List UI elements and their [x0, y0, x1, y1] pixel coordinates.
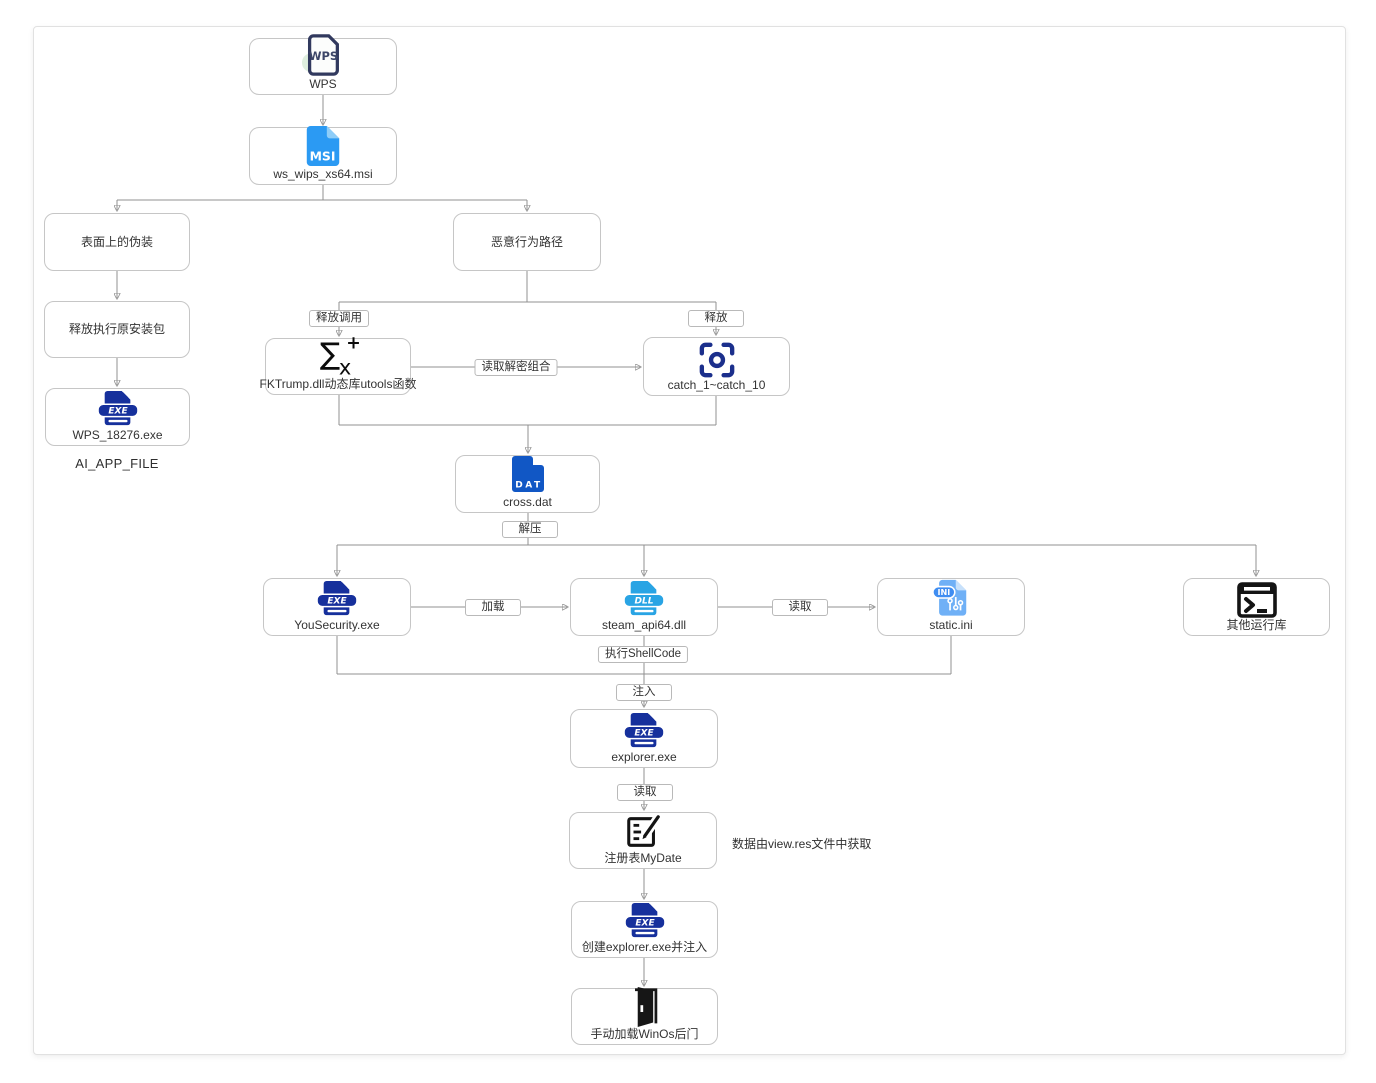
edge-label-release-call: 释放调用 — [309, 310, 369, 327]
terminal-icon — [1236, 581, 1277, 618]
node-winos-backdoor: 手动加载WinOs后门 — [571, 986, 718, 1045]
dat-file-icon: DAT — [509, 455, 547, 495]
exe-icon-text: EXE — [108, 406, 128, 416]
edge-label-exec-shellcode: 执行ShellCode — [597, 646, 689, 663]
exe-icon-text: EXE — [327, 596, 347, 606]
ai-app-file-text: AI_APP_FILE — [75, 456, 159, 471]
node-label: 创建explorer.exe并注入 — [581, 939, 708, 954]
sigma-icon-text: ∑ — [320, 337, 340, 372]
registry-edit-icon — [624, 812, 662, 851]
node-other-runtime-libs: 其他运行库 — [1183, 578, 1330, 636]
edge-label-unzip: 解压 — [502, 521, 558, 538]
exe-file-icon: EXE — [622, 711, 666, 750]
node-label: FKTrump.dll动态库utools函数 — [259, 376, 417, 391]
wps-icon-text: WPS — [309, 48, 338, 62]
node-label: 其他运行库 — [1226, 617, 1287, 632]
exe-icon-text: EXE — [635, 918, 655, 928]
node-label: catch_1~catch_10 — [667, 377, 766, 392]
node-catch-range: catch_1~catch_10 — [643, 337, 790, 396]
node-steam-api64-dll: DLL steam_api64.dll — [570, 578, 718, 636]
msi-file-icon: MSI — [305, 125, 341, 167]
sigma-function-icon: ∑ x + — [317, 335, 359, 377]
dll-file-icon: DLL — [622, 579, 666, 618]
dll-icon-text: DLL — [635, 596, 654, 606]
node-msi-installer: MSI ws_wips_xs64.msi — [249, 125, 397, 185]
node-label: YouSecurity.exe — [294, 617, 380, 632]
node-cross-dat: DAT cross.dat — [455, 455, 600, 513]
node-malicious-path: 恶意行为路径 — [453, 213, 601, 271]
sigma-plus-text: + — [346, 335, 359, 354]
node-label: 释放执行原安装包 — [68, 322, 165, 337]
node-label: 手动加载WinOs后门 — [590, 1026, 699, 1041]
edge-label-read-ini: 读取 — [772, 599, 828, 616]
node-label: cross.dat — [503, 494, 552, 509]
node-yousecurity-exe: EXE YouSecurity.exe — [263, 578, 411, 636]
edge-label-read-decrypt-combo: 读取解密组合 — [474, 359, 558, 376]
node-wps-exe: EXE WPS_18276.exe — [45, 388, 190, 446]
edge-label-read-registry: 读取 — [617, 784, 673, 801]
node-label: ws_wips_xs64.msi — [273, 166, 373, 181]
node-label: WPS_18276.exe — [72, 427, 163, 442]
node-explorer-exe: EXE explorer.exe — [570, 709, 718, 768]
wps-file-icon: WPS — [301, 33, 345, 77]
node-wps: WPS WPS — [249, 33, 397, 95]
node-create-explorer-inject: EXE 创建explorer.exe并注入 — [571, 901, 718, 958]
node-label: 恶意行为路径 — [490, 234, 563, 249]
door-backdoor-icon — [628, 986, 662, 1027]
node-label: static.ini — [929, 617, 973, 632]
node-label: WPS — [309, 76, 337, 91]
exe-icon-text: EXE — [634, 728, 654, 738]
exe-file-icon: EXE — [623, 901, 667, 940]
dat-icon-text: DAT — [515, 480, 542, 490]
node-fktrump-dll: ∑ x + FKTrump.dll动态库utools函数 — [260, 335, 416, 395]
sigma-x-text: x — [339, 355, 351, 377]
edge-label-inject: 注入 — [616, 684, 672, 701]
edge-label-load: 加载 — [465, 599, 521, 616]
msi-icon-text: MSI — [310, 148, 336, 163]
node-label: steam_api64.dll — [601, 617, 687, 632]
exe-file-icon: EXE — [96, 389, 140, 428]
node-registry-mydate: 注册表MyDate — [569, 812, 717, 869]
capture-focus-icon — [699, 342, 735, 378]
ini-icon-text: INI — [937, 587, 950, 597]
node-release-original-installer: 释放执行原安装包 — [44, 301, 190, 358]
edge-label-release: 释放 — [688, 310, 744, 327]
node-label: 表面上的伪装 — [80, 234, 153, 249]
node-label: 注册表MyDate — [604, 850, 682, 865]
node-label: explorer.exe — [611, 749, 677, 764]
exe-file-icon: EXE — [315, 579, 359, 618]
node-static-ini: INI static.ini — [877, 578, 1025, 636]
view-res-note-text: 数据由view.res文件中获取 — [732, 837, 872, 851]
node-surface-disguise: 表面上的伪装 — [44, 213, 190, 271]
ini-file-icon: INI — [931, 578, 971, 618]
